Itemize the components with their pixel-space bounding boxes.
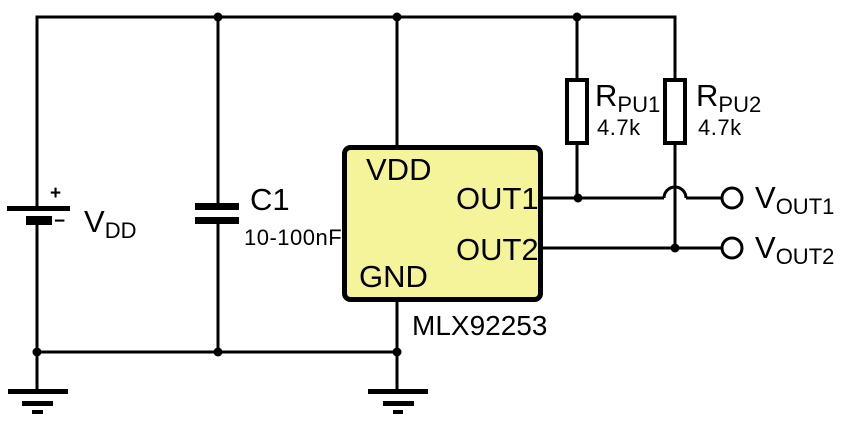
ic-pin-out2-label: OUT2 bbox=[456, 232, 539, 267]
vout2-terminal-circle bbox=[720, 236, 744, 260]
wire-top-rail bbox=[35, 15, 677, 208]
left-ground-bar3 bbox=[32, 410, 43, 414]
left-ground-bar2 bbox=[22, 401, 53, 406]
rpu2-value: 4.7k bbox=[698, 115, 742, 140]
ic-part-number: MLX92253 bbox=[412, 310, 548, 341]
supply-voltage-label: VDD bbox=[84, 204, 136, 242]
rpu1-designator: RPU1 bbox=[595, 78, 660, 116]
vout1-label-sub: OUT1 bbox=[775, 194, 835, 219]
battery-minus-sign: − bbox=[54, 211, 66, 232]
vout2-label-sub: OUT2 bbox=[775, 244, 835, 269]
rpu2-designator: RPU2 bbox=[696, 78, 761, 116]
junction-dot bbox=[392, 12, 402, 22]
resistor-rpu2-symbol bbox=[663, 78, 687, 145]
center-ground-bar3 bbox=[393, 410, 403, 414]
vout2-label: VOUT2 bbox=[755, 230, 834, 268]
rpu2-designator-sub: PU2 bbox=[718, 92, 762, 117]
battery-positive-plate bbox=[7, 206, 70, 211]
rpu1-value: 4.7k bbox=[597, 115, 641, 140]
junction-dot bbox=[670, 243, 680, 253]
junction-dot bbox=[572, 12, 582, 22]
battery-negative-plate bbox=[26, 216, 52, 225]
ic-pin-vdd-label: VDD bbox=[366, 152, 432, 187]
junction-dot bbox=[32, 347, 42, 357]
left-ground-bar1 bbox=[8, 389, 68, 394]
solid-symbol-group bbox=[7, 12, 680, 414]
junction-dot bbox=[213, 12, 223, 22]
rpu2-designator-main: R bbox=[696, 78, 719, 113]
rpu1-designator-sub: PU1 bbox=[617, 92, 661, 117]
vout1-terminal-circle bbox=[720, 186, 744, 210]
center-ground-bar2 bbox=[383, 401, 414, 406]
rpu1-designator-main: R bbox=[595, 78, 618, 113]
junction-dot bbox=[392, 347, 402, 357]
ic-pin-gnd-label: GND bbox=[359, 259, 428, 294]
battery-plus-sign: + bbox=[50, 183, 62, 204]
capacitor-bottom-plate bbox=[195, 217, 239, 224]
center-ground-bar1 bbox=[368, 389, 428, 394]
vout1-label: VOUT1 bbox=[755, 180, 834, 218]
junction-dot bbox=[213, 347, 223, 357]
capacitor-top-plate bbox=[195, 203, 239, 210]
supply-voltage-label-sub: DD bbox=[104, 218, 137, 243]
supply-voltage-label-main: V bbox=[84, 204, 105, 239]
junction-dot bbox=[573, 193, 583, 203]
vout1-label-main: V bbox=[755, 180, 776, 215]
ic-body bbox=[342, 145, 543, 302]
ic-pin-out1-label: OUT1 bbox=[456, 181, 539, 216]
vout2-label-main: V bbox=[755, 230, 776, 265]
capacitor-value: 10-100nF bbox=[244, 225, 343, 250]
capacitor-designator: C1 bbox=[250, 182, 290, 217]
resistor-rpu1-symbol bbox=[565, 78, 589, 145]
wire-out1-crossover-hop bbox=[662, 185, 688, 199]
